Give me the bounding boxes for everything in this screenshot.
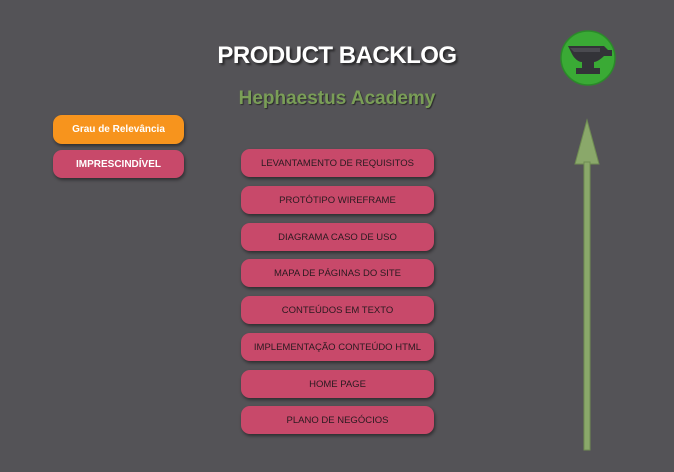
backlog-item-business-plan[interactable]: PLANO DE NEGÓCIOS	[241, 406, 434, 434]
backlog-item-text-content[interactable]: CONTEÚDOS EM TEXTO	[241, 296, 434, 324]
up-arrow-icon	[574, 118, 600, 451]
legend-relevance-label: Grau de Relevância	[53, 115, 184, 144]
backlog-item-use-case-diagram[interactable]: DIAGRAMA CASO DE USO	[241, 223, 434, 251]
backlog-item-wireframe[interactable]: PROTÓTIPO WIREFRAME	[241, 186, 434, 214]
backlog-item-requirements[interactable]: LEVANTAMENTO DE REQUISITOS	[241, 149, 434, 177]
legend-essential-label: IMPRESCINDÍVEL	[53, 150, 184, 178]
page-title: PRODUCT BACKLOG	[217, 42, 457, 69]
backlog-item-site-map[interactable]: MAPA DE PÁGINAS DO SITE	[241, 259, 434, 287]
page-subtitle: Hephaestus Academy	[238, 88, 436, 109]
backlog-item-html-implementation[interactable]: IMPLEMENTAÇÃO CONTEÚDO HTML	[241, 333, 434, 361]
backlog-item-home-page[interactable]: HOME PAGE	[241, 370, 434, 398]
anvil-icon	[560, 30, 616, 86]
